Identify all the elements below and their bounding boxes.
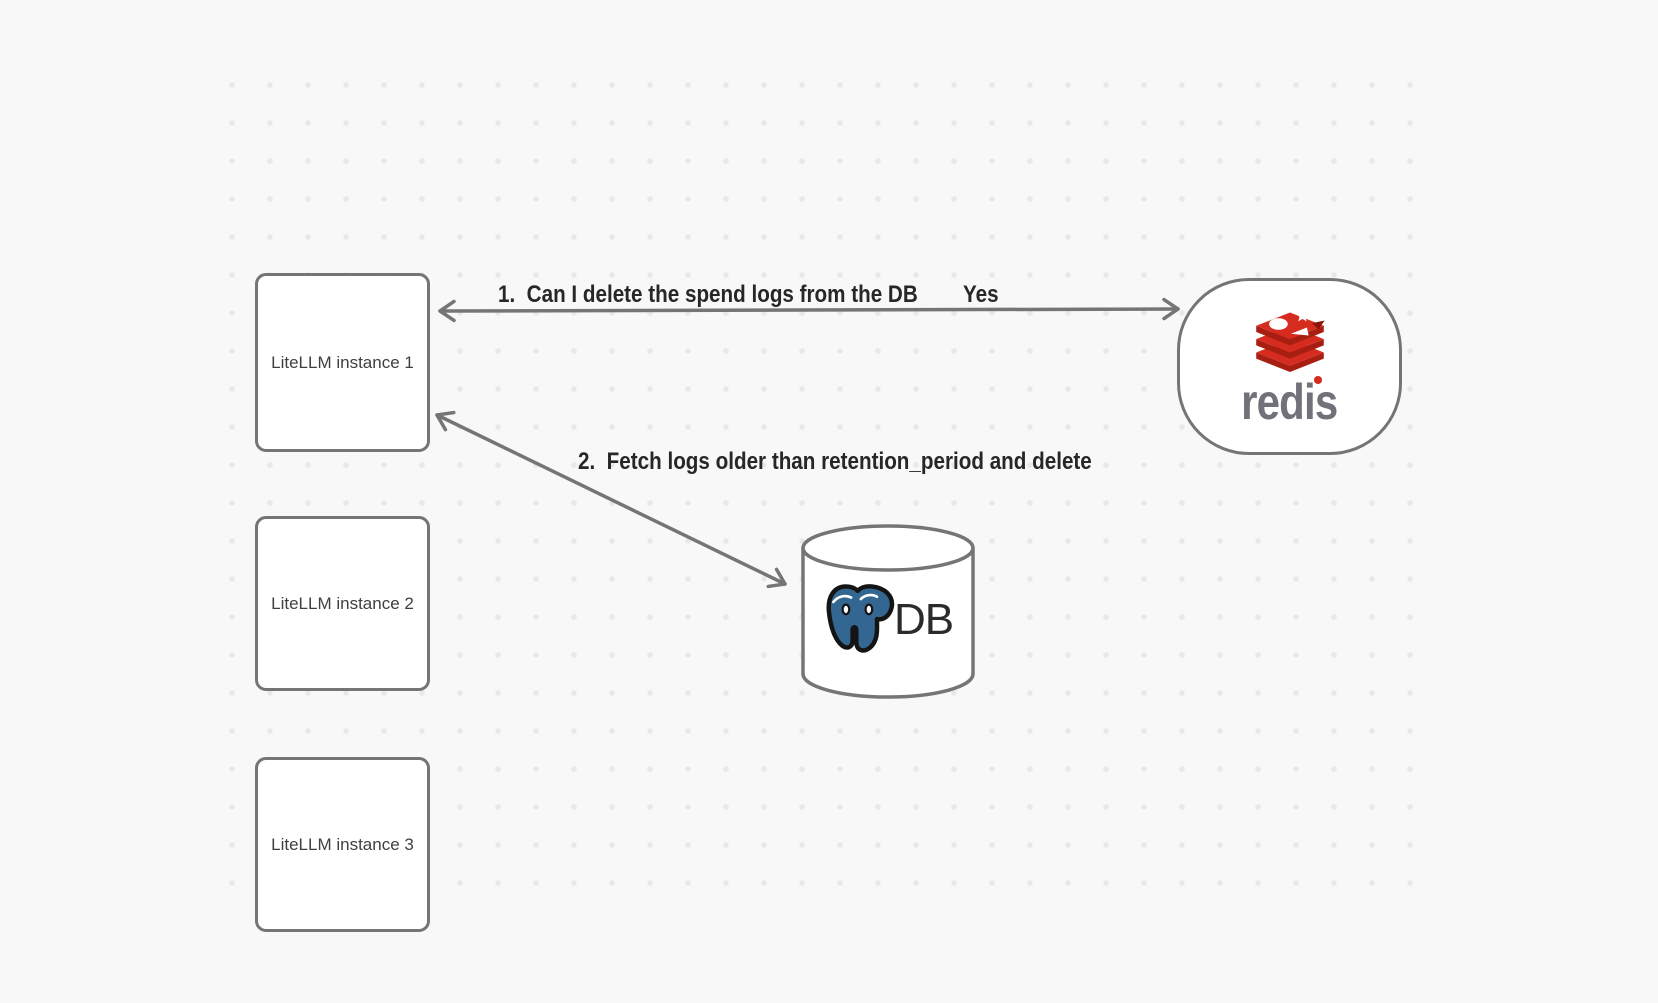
node-label: LiteLLM instance 1 [271, 352, 414, 372]
redis-logo-icon [1255, 308, 1325, 372]
arrow-1-answer[interactable]: Yes [963, 281, 999, 308]
redis-wordmark: redis [1241, 374, 1338, 430]
arrow-2-connector[interactable] [435, 410, 787, 589]
redis-i-dot [1314, 376, 1322, 384]
node-label: LiteLLM instance 3 [271, 834, 414, 854]
arrow-2-label[interactable]: 2. Fetch logs older than retention_perio… [578, 448, 1092, 475]
database-label: DB [893, 595, 954, 644]
arrow-1-label[interactable]: 1. Can I delete the spend logs from the … [498, 281, 918, 308]
node-database[interactable]: DB [799, 522, 977, 702]
node-litellm-instance-1[interactable]: LiteLLM instance 1 [255, 273, 430, 452]
postgresql-elephant-icon [826, 583, 895, 653]
arrow-1-connector[interactable] [438, 297, 1180, 323]
node-litellm-instance-2[interactable]: LiteLLM instance 2 [255, 516, 430, 691]
node-litellm-instance-3[interactable]: LiteLLM instance 3 [255, 757, 430, 932]
node-label: LiteLLM instance 2 [271, 593, 414, 613]
node-redis[interactable]: redis [1177, 278, 1402, 455]
